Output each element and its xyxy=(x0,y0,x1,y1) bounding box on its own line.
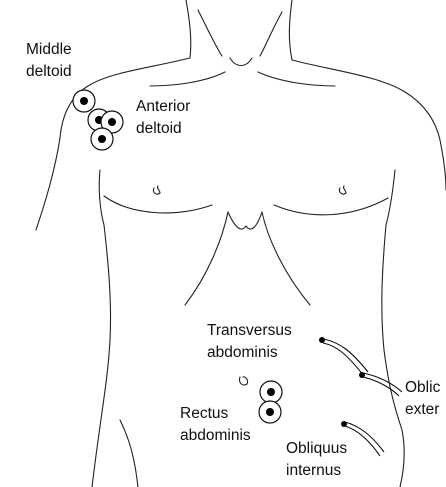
left-flank xyxy=(120,420,138,487)
electrode-dot xyxy=(266,408,274,416)
label-obliquus-internus-line1: Obliquus xyxy=(286,440,347,457)
neck-left xyxy=(186,0,191,58)
right-pectoral xyxy=(274,198,388,215)
left-waist xyxy=(92,225,111,487)
label-middle-deltoid-line1: Middle xyxy=(26,41,72,58)
left-nipple xyxy=(153,186,160,194)
torso-outline xyxy=(36,0,446,487)
label-obliquus-externus-line2: exter xyxy=(405,401,439,418)
label-rectus-line1: Rectus xyxy=(180,405,228,422)
neck-right xyxy=(289,0,292,60)
right-waist xyxy=(382,225,404,487)
right-arm-outer xyxy=(440,140,446,190)
label-anterior-deltoid-line1: Anterior xyxy=(136,98,190,115)
rib-arch-right xyxy=(262,212,310,305)
navel xyxy=(240,377,248,385)
right-nipple xyxy=(339,186,346,194)
label-transversus-line1: Transversus xyxy=(207,322,292,339)
rib-arch-left xyxy=(185,212,228,305)
label-anterior-deltoid-line2: deltoid xyxy=(136,120,182,137)
transversus-lead xyxy=(319,337,368,376)
electrode-dot xyxy=(108,118,116,126)
right-shoulder xyxy=(292,60,440,140)
sternal-notch xyxy=(230,58,252,66)
label-middle-deltoid-line2: deltoid xyxy=(26,63,72,80)
electrode-dot xyxy=(98,135,106,143)
label-obliquus-internus-line2: internus xyxy=(286,462,341,479)
nipples xyxy=(153,186,346,194)
electrode-dot xyxy=(267,388,275,396)
obliquus-externus-lead xyxy=(359,372,402,396)
lead-wire xyxy=(345,422,384,452)
electrode-dot xyxy=(80,97,88,105)
label-obliquus-externus-line1: Oblic xyxy=(405,379,441,396)
label-transversus-line2: abdominis xyxy=(207,344,278,361)
lead-wire xyxy=(363,377,399,396)
left-armpit xyxy=(99,170,104,225)
right-armpit xyxy=(386,170,395,225)
label-rectus-line2: abdominis xyxy=(180,427,251,444)
left-pectoral xyxy=(104,196,212,213)
neck-muscle-right xyxy=(260,12,282,56)
right-clavicle xyxy=(258,72,335,86)
obliquus-internus-lead xyxy=(341,421,384,456)
neck-muscle-left xyxy=(198,10,222,56)
left-arm-outer xyxy=(36,138,60,230)
lead-tip xyxy=(319,337,325,343)
rectus-abdominis-electrodes xyxy=(259,381,282,423)
left-clavicle xyxy=(150,72,225,86)
lead-wire xyxy=(363,373,402,392)
xiphoid xyxy=(228,212,262,229)
